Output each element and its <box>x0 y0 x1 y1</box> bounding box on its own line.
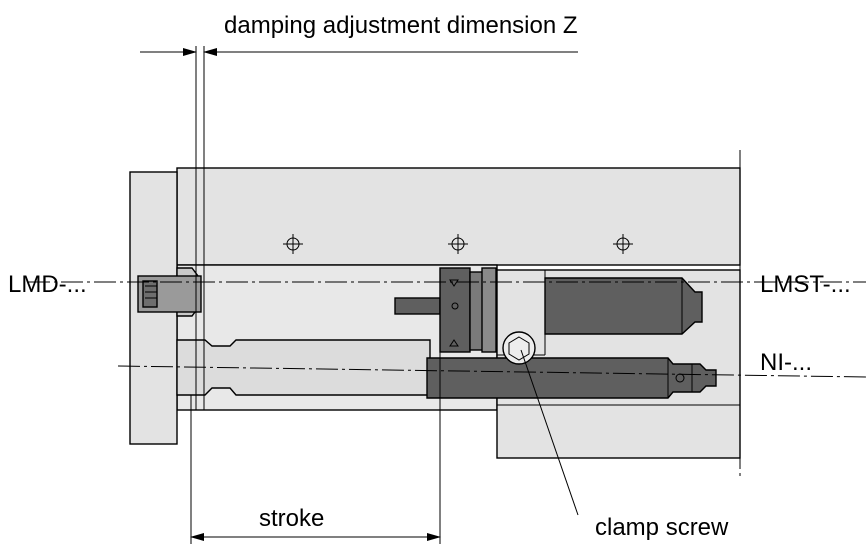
clamp-screw-leader <box>520 349 579 516</box>
stroke-label: stroke <box>259 505 324 532</box>
centerline-lower <box>117 365 867 378</box>
lmst-stop-screw <box>544 277 703 335</box>
ni-label: NI-... <box>760 349 812 376</box>
clamp-screw-head <box>502 331 536 365</box>
ni-sensor <box>426 357 717 399</box>
lmst-label: LMST-... <box>760 271 851 298</box>
mounting-screw-icon <box>613 234 633 254</box>
mounting-screw-icon <box>448 234 468 254</box>
piston-rod <box>176 339 431 396</box>
clamp-screw-label: clamp screw <box>595 514 729 541</box>
lmd-label: LMD-... <box>8 271 87 298</box>
stroke-dimension <box>190 352 441 544</box>
damping-dimension <box>140 46 578 410</box>
mounting-screw-icon <box>283 234 303 254</box>
damping-label: damping adjustment dimension Z <box>224 12 578 39</box>
